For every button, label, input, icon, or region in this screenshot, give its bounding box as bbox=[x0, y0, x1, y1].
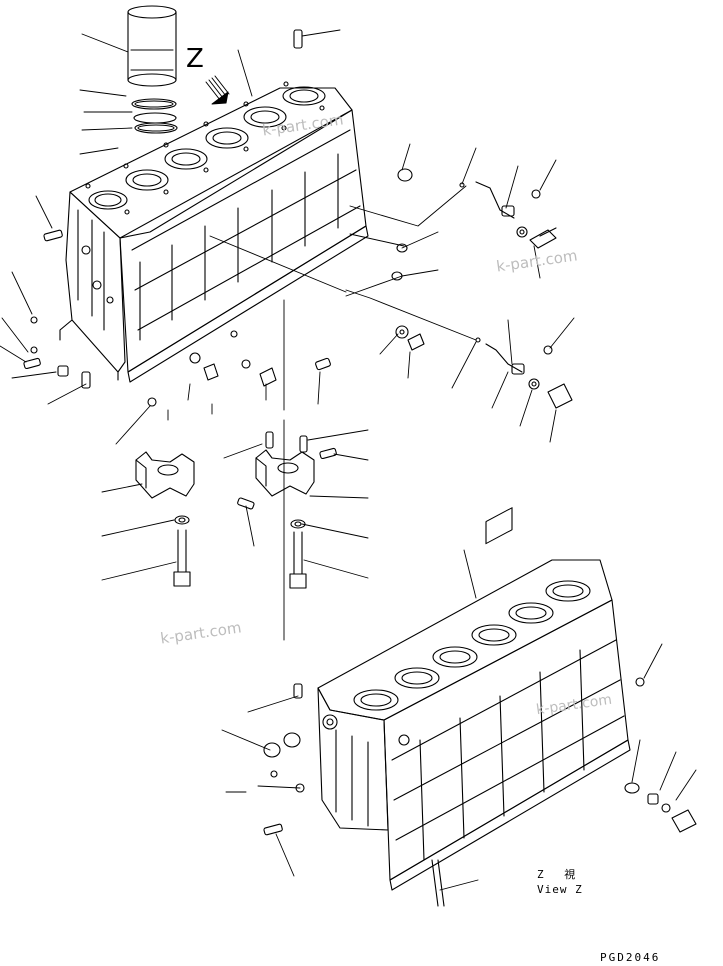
main-bearing-caps bbox=[135, 431, 337, 589]
drawing-code: PGD2046 bbox=[600, 951, 661, 964]
view-direction-arrow bbox=[205, 75, 230, 105]
leader-lines bbox=[0, 29, 697, 891]
o-rings bbox=[131, 98, 178, 134]
engine-block-upper bbox=[59, 81, 369, 383]
view-z-label: Z bbox=[186, 44, 204, 74]
engine-block-view-z bbox=[317, 507, 631, 891]
view-caption-en: View Z bbox=[537, 883, 583, 896]
small-parts-lower bbox=[263, 677, 697, 907]
small-parts-upper bbox=[23, 29, 573, 409]
view-caption-jp: Z 視 bbox=[537, 868, 577, 881]
cylinder-liner bbox=[127, 5, 177, 87]
